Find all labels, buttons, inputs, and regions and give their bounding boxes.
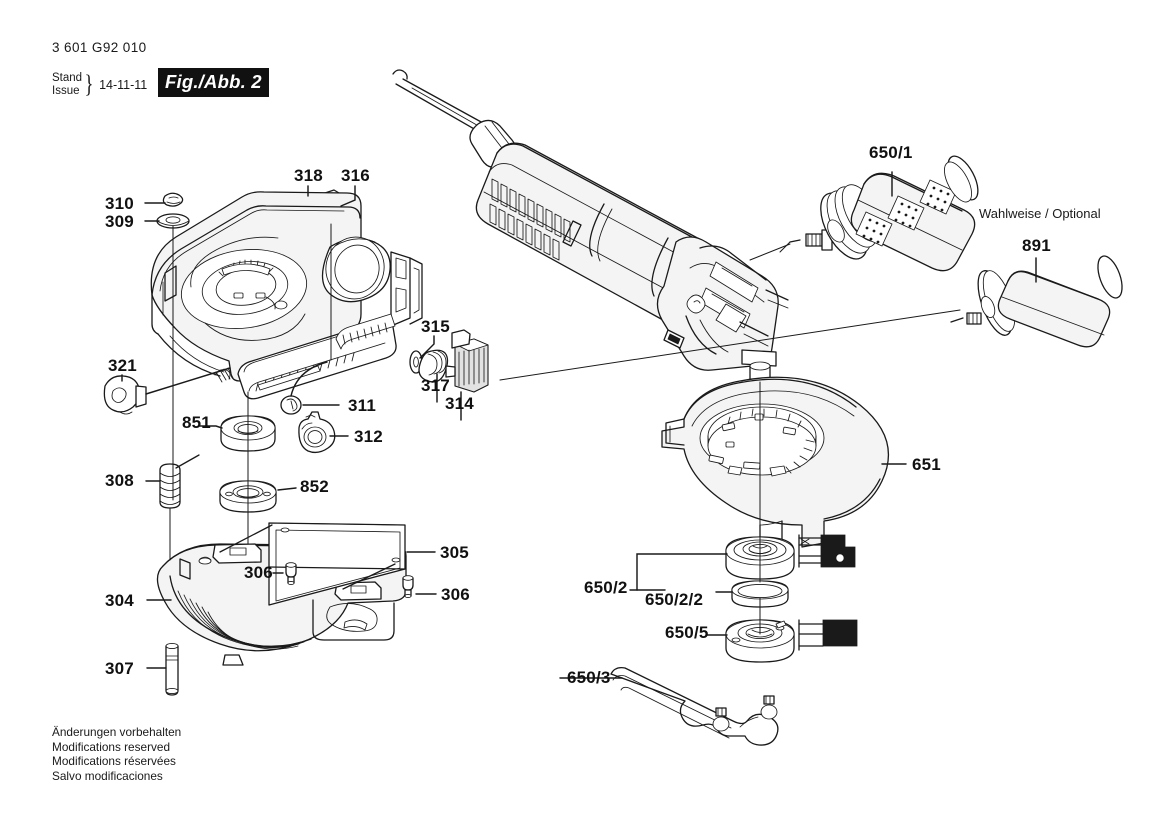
- callout-304: 304: [105, 591, 134, 610]
- part-651-wheel-guard: [661, 376, 890, 548]
- optional-note: Wahlweise / Optional: [979, 206, 1101, 221]
- section-detail-upper: [798, 534, 856, 568]
- issue-date: 14-11-11: [99, 77, 148, 92]
- part-650-1-handle: [789, 155, 979, 272]
- callout-309: 309: [105, 212, 134, 231]
- part-650-2-2-ring: [731, 580, 789, 608]
- callout-306-lower: 306: [441, 585, 470, 604]
- housing-spring-detail: [214, 367, 234, 383]
- part-307-pin: [165, 642, 179, 696]
- callout-650-5: 650/5: [665, 623, 709, 642]
- part-312-pivot-block: [298, 411, 336, 454]
- callout-314: 314: [445, 394, 474, 413]
- callout-315: 315: [421, 317, 450, 336]
- footer-line-en: Modifications reserved: [52, 739, 171, 754]
- callout-891: 891: [1022, 236, 1051, 255]
- callout-651: 651: [912, 455, 941, 474]
- callout-650-3: 650/3: [567, 668, 611, 687]
- part-306-screw-lower: [402, 575, 414, 599]
- part-310-cap: [162, 192, 184, 207]
- callout-306-upper: 306: [244, 563, 273, 582]
- part-314-switch: [445, 329, 489, 393]
- part-317-spring: [418, 349, 449, 383]
- callout-852: 852: [300, 477, 329, 496]
- grinder-body: [392, 69, 789, 384]
- footer-line-fr: Modifications réservées: [52, 754, 176, 768]
- callout-321: 321: [108, 356, 137, 375]
- document-header: 3 601 G92 010 Stand Issue } 14-11-11 Fig…: [52, 40, 269, 97]
- callout-851: 851: [182, 413, 211, 432]
- stand-label: Stand: [52, 72, 83, 84]
- document-footer: Änderungen vorbehalten Modifications res…: [52, 725, 181, 783]
- part-number-code: 3 601 G92 010: [52, 40, 147, 55]
- callout-316: 316: [341, 166, 370, 185]
- part-306-screw-upper: [285, 562, 297, 586]
- callout-650-2-2: 650/2/2: [645, 590, 704, 609]
- stand-issue-labels: Stand Issue: [52, 72, 82, 97]
- callout-307: 307: [105, 659, 134, 678]
- part-308-spring: [159, 454, 200, 509]
- figure-badge: Fig./Abb. 2: [158, 68, 269, 97]
- callout-650-1: 650/1: [869, 143, 913, 162]
- stand-issue-row: Stand Issue } 14-11-11: [52, 72, 147, 97]
- callout-308: 308: [105, 471, 134, 490]
- part-309-washer: [156, 213, 190, 229]
- callout-317: 317: [421, 376, 450, 395]
- guard-housing-body: [150, 191, 423, 400]
- callout-311: 311: [348, 396, 377, 415]
- leader-lines: [121, 171, 1037, 679]
- issue-label: Issue: [52, 84, 80, 97]
- brace-icon: }: [84, 71, 94, 98]
- callout-650-2: 650/2: [584, 578, 628, 597]
- callout-310: 310: [105, 194, 134, 213]
- footer-line-de: Änderungen vorbehalten: [52, 725, 182, 739]
- footer-line-es: Salvo modificaciones: [52, 768, 163, 783]
- part-305-cover-plate: [219, 522, 406, 606]
- part-321-knob: [103, 375, 147, 415]
- section-detail-lower: [798, 619, 858, 651]
- callout-318: 318: [294, 166, 323, 185]
- part-650-3-wrench: [610, 666, 779, 746]
- part-311-ring: [280, 395, 302, 415]
- callout-305: 305: [440, 543, 469, 562]
- callout-312: 312: [354, 427, 383, 446]
- part-891-handle: [950, 255, 1123, 348]
